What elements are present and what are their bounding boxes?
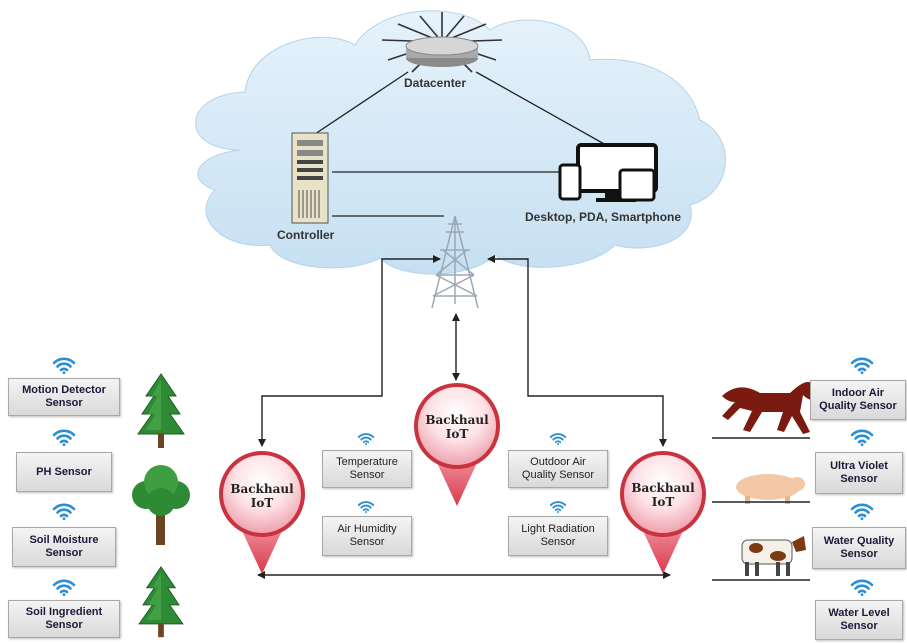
oak-tree-icon — [132, 465, 190, 545]
wifi-icon — [52, 503, 76, 520]
wifi-icon — [850, 357, 874, 374]
sensor-ph: PH Sensor — [16, 452, 112, 492]
wifi-icon — [549, 501, 567, 513]
wifi-icon — [850, 579, 874, 596]
cloud-links — [311, 71, 607, 217]
pine-tree-icon — [138, 566, 184, 638]
devices-icon — [558, 143, 658, 202]
network-arrows — [257, 255, 671, 579]
pine-tree-icon — [137, 373, 185, 449]
wifi-icon — [52, 429, 76, 446]
location-pin-icon — [219, 451, 305, 576]
controller-label: Controller — [277, 228, 335, 242]
cow-icon — [741, 536, 806, 576]
devices-label: Desktop, PDA, Smartphone — [525, 210, 682, 224]
wifi-icon — [357, 433, 375, 445]
datacenter-label: Datacenter — [404, 76, 467, 90]
wifi-icon — [52, 579, 76, 596]
wifi-icon — [549, 433, 567, 445]
location-pin-icon — [414, 383, 500, 508]
location-pin-icon — [620, 451, 706, 576]
wifi-icon — [357, 501, 375, 513]
wifi-icon — [850, 429, 874, 446]
router-icon — [381, 12, 503, 73]
pig-icon — [736, 474, 805, 504]
server-tower-icon — [291, 132, 329, 224]
horse-icon — [722, 382, 818, 434]
wifi-icon — [52, 357, 76, 374]
wifi-icon — [850, 503, 874, 520]
